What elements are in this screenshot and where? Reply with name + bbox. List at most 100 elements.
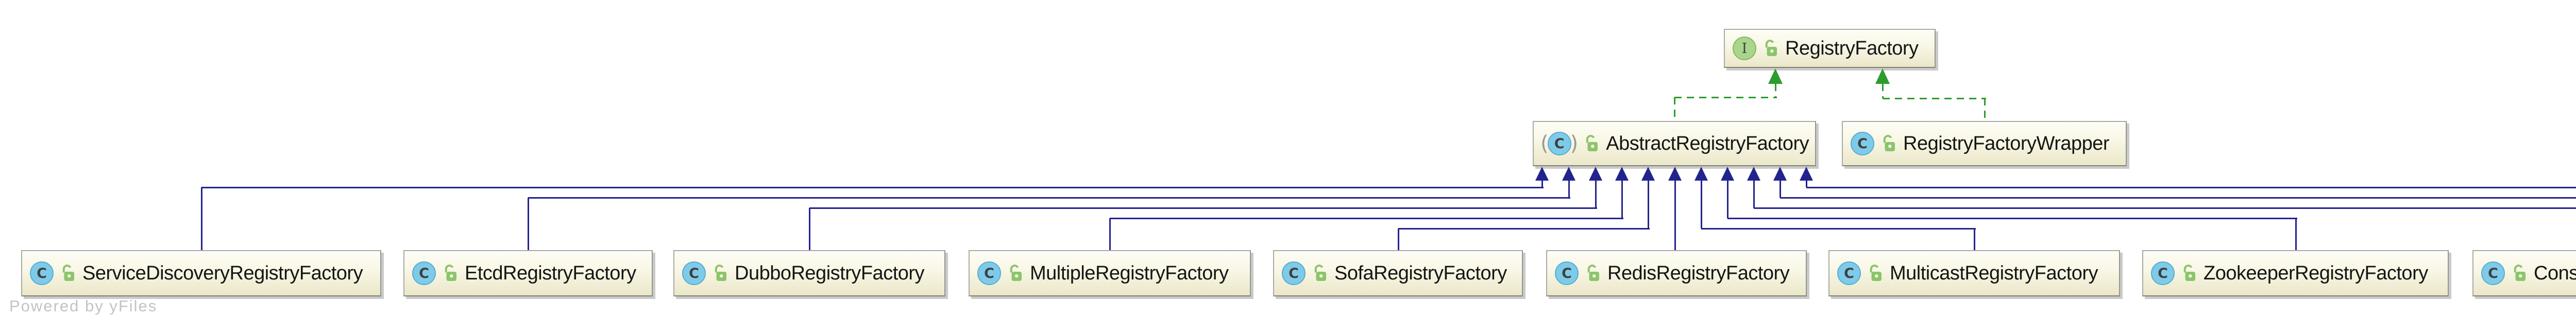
inheritance-line [1727,181,1728,218]
class-icon-letter: C [1282,261,1306,285]
public-lock-icon [1586,135,1598,151]
class-node-SofaRegistryFactory[interactable]: C SofaRegistryFactory [1273,250,1523,296]
class-icon: C [1555,261,1579,285]
public-lock-icon [1883,135,1895,151]
inheritance-arrowhead [1694,167,1708,181]
inheritance-arrowhead [1562,167,1575,181]
inheritance-line [1568,181,1570,198]
inheritance-line [1780,197,2576,199]
inheritance-line [1648,181,1649,228]
class-label: RegistryFactory [1785,38,1919,59]
inheritance-line [1701,228,1976,230]
inheritance-line [1753,181,1755,208]
inheritance-line [1727,218,2297,219]
realization-line [1984,98,1986,121]
class-icon: C [977,261,1001,285]
inheritance-arrowhead [1641,167,1655,181]
class-icon-letter: C [977,261,1001,285]
realization-line [1883,98,1986,99]
inheritance-line [1541,181,1543,187]
interface-icon: I [1733,37,1756,60]
class-icon-letter: C [1851,132,1874,155]
realization-line [1674,97,1675,121]
inheritance-line [2295,218,2297,250]
inheritance-line [809,208,810,250]
class-icon: C [2151,261,2175,285]
inheritance-line [1806,181,1807,187]
class-label: MulticastRegistryFactory [1890,262,2098,284]
inheritance-line [1110,218,1623,219]
class-label: RedisRegistryFactory [1607,262,1790,284]
inheritance-arrowhead [1747,167,1760,181]
inheritance-arrowhead [1721,167,1734,181]
class-node-ZookeeperRegistryFactory[interactable]: C ZookeeperRegistryFactory [2142,250,2449,296]
inheritance-arrowhead [1615,167,1629,181]
class-node-RedisRegistryFactory[interactable]: C RedisRegistryFactory [1546,250,1807,296]
class-label: DubboRegistryFactory [735,262,925,284]
class-label: RegistryFactoryWrapper [1903,133,2110,154]
class-node-RegistryFactory[interactable]: I RegistryFactory [1724,29,1936,68]
class-icon: C [1837,261,1861,285]
class-label: SofaRegistryFactory [1334,262,1507,284]
class-label: ConsulRegistryFactory [2534,262,2576,284]
class-icon: C [682,261,706,285]
class-node-ConsulRegistryFactory[interactable]: C ConsulRegistryFactory [2472,250,2576,296]
inheritance-line [528,197,1570,199]
class-icon: C [30,261,54,285]
inheritance-arrowhead [1773,167,1787,181]
class-icon: C [1282,261,1306,285]
public-lock-icon [2514,265,2526,281]
realization-arrowhead [1875,68,1890,84]
interface-icon-letter: I [1733,37,1756,60]
class-node-MultipleRegistryFactory[interactable]: C MultipleRegistryFactory [969,250,1251,296]
inheritance-arrowhead [1589,167,1602,181]
public-lock-icon [1765,40,1777,56]
class-node-ServiceDiscoveryRegistryFactory[interactable]: C ServiceDiscoveryRegistryFactory [21,250,381,296]
powered-by-yfiles-label: Powered by yFiles [9,297,158,315]
class-icon-letter: C [30,261,54,285]
inheritance-line [1398,228,1650,230]
realization-arrowhead [1768,68,1783,84]
realization-line [1775,84,1776,97]
inheritance-line [1674,181,1676,250]
class-label: AbstractRegistryFactory [1606,133,1809,154]
inheritance-line [1621,181,1623,218]
inheritance-arrowhead [1800,167,1813,181]
public-lock-icon [1314,265,1326,281]
abstract-paren-left: ( [1540,132,1549,155]
inheritance-line [1780,181,1781,198]
inheritance-arrowhead [1668,167,1682,181]
class-icon-letter: C [2151,261,2175,285]
class-label: ZookeeperRegistryFactory [2204,262,2428,284]
public-lock-icon [62,265,74,281]
class-label: MultipleRegistryFactory [1030,262,1229,284]
class-node-DubboRegistryFactory[interactable]: C DubboRegistryFactory [673,250,945,296]
realization-line [1882,84,1884,98]
public-lock-icon [445,265,456,281]
class-label: ServiceDiscoveryRegistryFactory [82,262,363,284]
class-node-MulticastRegistryFactory[interactable]: C MulticastRegistryFactory [1828,250,2120,296]
abstract-paren-right: ) [1570,132,1579,155]
inheritance-line [1109,218,1111,250]
class-node-EtcdRegistryFactory[interactable]: C EtcdRegistryFactory [403,250,653,296]
class-icon-letter: C [412,261,436,285]
inheritance-line [1806,187,2576,188]
inheritance-line [528,198,529,250]
class-label: EtcdRegistryFactory [465,262,636,284]
class-node-RegistryFactoryWrapper[interactable]: C RegistryFactoryWrapper [1842,121,2127,166]
class-icon-letter: C [1837,261,1861,285]
inheritance-line [201,187,1544,188]
public-lock-icon [715,265,726,281]
class-icon: C [2481,261,2505,285]
inheritance-line [201,187,202,250]
inheritance-line [809,207,1597,209]
class-node-AbstractRegistryFactory[interactable]: (C) AbstractRegistryFactory [1533,121,1816,166]
abstract-class-icon-letter: C [1547,132,1571,155]
inheritance-line [1398,228,1399,250]
public-lock-icon [1010,265,1022,281]
inheritance-arrowhead [1535,167,1549,181]
class-icon-letter: C [682,261,706,285]
class-icon: C [412,261,436,285]
class-icon-letter: C [1555,261,1579,285]
